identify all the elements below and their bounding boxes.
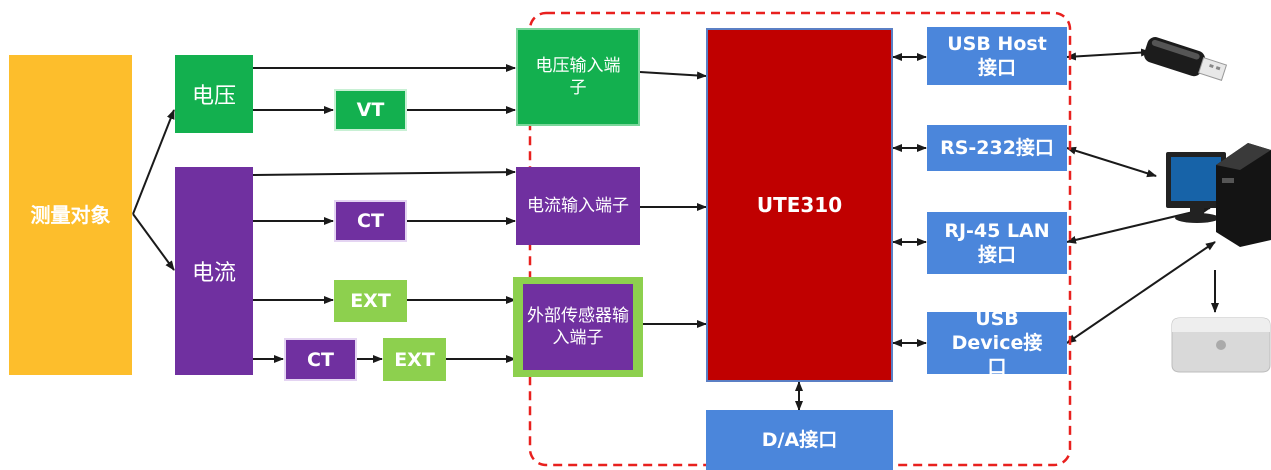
measure-object-node: 测量对象 — [9, 55, 132, 375]
core-label: UTE310 — [756, 193, 843, 217]
ct-label-2: CT — [307, 348, 334, 371]
ute310-core: UTE310 — [706, 28, 893, 382]
ext-node-1: EXT — [334, 280, 407, 322]
current-input-terminal: 电流输入端子 — [516, 167, 640, 245]
voltage-label: 电压 — [191, 84, 236, 109]
ext-node-2: EXT — [383, 338, 446, 381]
usb-device-label: USB Device接口 — [951, 308, 1043, 378]
ct-node-2: CT — [284, 338, 357, 381]
da-label: D/A接口 — [761, 429, 838, 451]
vt-node: VT — [334, 89, 407, 131]
ext-label-1: EXT — [350, 290, 391, 312]
usb-device-interface: USB Device接口 — [927, 308, 1067, 378]
da-interface: D/A接口 — [706, 410, 893, 470]
rj45-interface: RJ-45 LAN 接口 — [927, 212, 1067, 274]
rj45-label: RJ-45 LAN 接口 — [944, 220, 1050, 266]
usb-host-label: USB Host 接口 — [947, 33, 1047, 79]
ct-label-1: CT — [357, 210, 384, 232]
voltage-node: 电压 — [175, 55, 253, 133]
current-label: 电流 — [191, 261, 236, 286]
usb-host-interface: USB Host 接口 — [927, 27, 1067, 85]
current-input-label: 电流输入端子 — [527, 196, 629, 216]
voltage-input-label: 电压输入端子 — [535, 56, 621, 98]
measure-object-label: 测量对象 — [30, 203, 111, 227]
ext-label-2: EXT — [394, 348, 435, 371]
rs232-label: RS-232接口 — [940, 137, 1054, 159]
current-node: 电流 — [175, 167, 253, 375]
ct-node-1: CT — [334, 200, 407, 242]
sensor-input-terminal: 外部传感器输入端子 — [523, 284, 633, 370]
sensor-input-label: 外部传感器输入端子 — [527, 306, 629, 348]
rs232-interface: RS-232接口 — [927, 125, 1067, 171]
sensor-input-frame: 外部传感器输入端子 — [513, 277, 643, 377]
vt-label: VT — [356, 99, 385, 121]
voltage-input-terminal: 电压输入端子 — [516, 28, 640, 126]
